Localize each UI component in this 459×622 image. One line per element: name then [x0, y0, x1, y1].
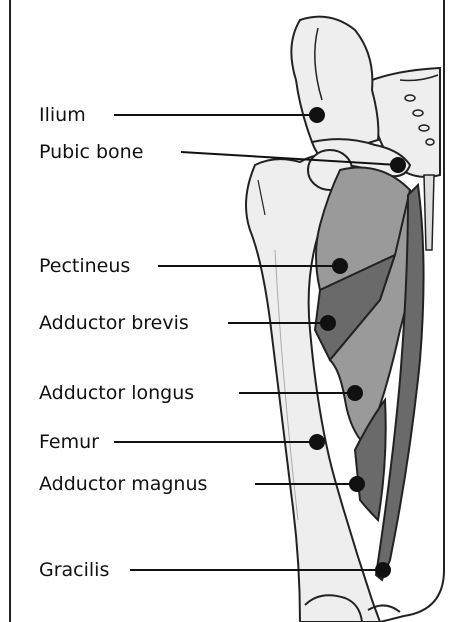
dot-ilium — [310, 108, 324, 122]
label-gracilis: Gracilis — [39, 559, 109, 581]
label-pubic-bone: Pubic bone — [39, 141, 143, 163]
dot-pectineus — [333, 259, 347, 273]
label-ilium: Ilium — [39, 104, 86, 126]
dot-pubic-bone — [391, 158, 405, 172]
label-adductor-magnus: Adductor magnus — [39, 473, 207, 495]
label-pectineus: Pectineus — [39, 255, 130, 277]
label-adductor-brevis: Adductor brevis — [39, 312, 189, 334]
dot-gracilis — [376, 563, 390, 577]
dot-adductor-longus — [348, 386, 362, 400]
ilium-bone — [291, 17, 378, 150]
label-femur: Femur — [39, 431, 99, 453]
dot-adductor-magnus — [350, 477, 364, 491]
dot-femur — [310, 435, 324, 449]
dot-adductor-brevis — [321, 316, 335, 330]
label-adductor-longus: Adductor longus — [39, 382, 194, 404]
